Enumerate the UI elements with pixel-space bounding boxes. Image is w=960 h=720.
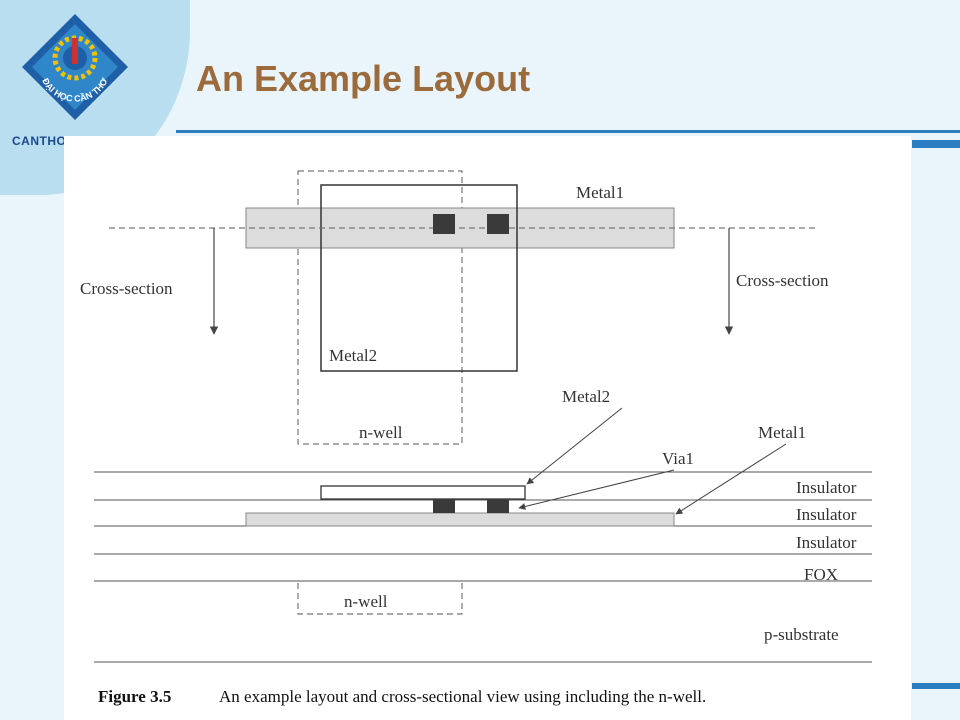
metal1-label-top: Metal1 [576,183,624,202]
metal2-pointer-arrow [526,407,623,485]
layer-label: Insulator [796,478,857,497]
metal2-label-top: Metal2 [329,346,377,365]
nwell-label-cross: n-well [344,592,388,611]
nwell-outline-cross [297,583,463,615]
title-underline [176,130,960,133]
figure-number: Figure 3.5 [98,687,171,706]
via-top-left [433,214,455,234]
layer-label: Insulator [796,533,857,552]
cross-section-label-right: Cross-section [736,271,829,290]
figure-caption-text: An example layout and cross-sectional vi… [219,687,706,706]
cross-section-label-left: Cross-section [80,279,173,298]
slide-title: An Example Layout [196,58,531,99]
layer-label: Insulator [796,505,857,524]
figure-panel: Metal1 Metal2 n-well Cross-section Cross… [64,136,911,720]
via-cross-left [433,499,455,513]
side-accent-bar-top [912,140,960,148]
nwell-label-top: n-well [359,423,403,442]
via1-pointer-arrow [518,469,675,510]
substrate-label: p-substrate [764,625,839,644]
logo-caption: CANTHO [12,134,67,148]
layout-diagram: Metal1 Metal2 n-well Cross-section Cross… [80,170,872,706]
figure-caption: Figure 3.5 An example layout and cross-se… [98,687,706,706]
via-cross-right [487,499,509,513]
metal2-square-top [320,184,518,372]
via-top-right [487,214,509,234]
side-accent-bar-bottom [912,683,960,689]
nwell-outline-top [297,170,463,445]
university-logo: ĐẠI HỌC CẦN THƠ [22,14,128,120]
via1-label: Via1 [662,449,694,468]
metal2-label-cross: Metal2 [562,387,610,406]
layer-label: FOX [804,565,838,584]
metal1-bar-cross [245,512,675,527]
metal1-pointer-arrow [675,443,787,515]
metal2-bar-cross [320,485,526,500]
metal1-label-cross: Metal1 [758,423,806,442]
